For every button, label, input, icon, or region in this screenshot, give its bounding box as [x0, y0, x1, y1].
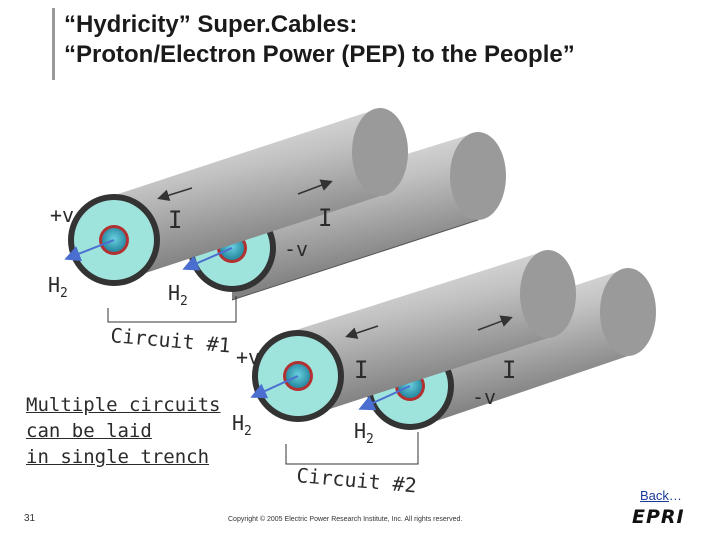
slide-title: “Hydricity” Super.Cables: “Proton/Electr…: [64, 10, 704, 70]
h2-arrow-c2-back: [358, 385, 411, 411]
note-line-1: Multiple circuits: [26, 394, 221, 416]
title-line-2: “Proton/Electron Power (PEP) to the Peop…: [64, 41, 575, 68]
back-link-suffix: …: [668, 488, 682, 503]
note-line-3: in single trench: [26, 446, 210, 468]
copyright-notice: Copyright © 2005 Electric Power Research…: [228, 516, 463, 523]
minus-v-label-c1: -v: [284, 237, 308, 261]
page-number: 31: [24, 513, 36, 524]
current-arrow-c2-front: [345, 325, 379, 339]
current-label-c2-back: I: [502, 356, 516, 384]
trench-note: Multiple circuits can be laid in single …: [26, 392, 226, 470]
current-arrow-c2-back: [477, 315, 513, 331]
back-link-text[interactable]: Back: [640, 488, 669, 503]
plus-v-label-c2: +v: [236, 345, 260, 369]
h2-label-c1-front: H2: [48, 273, 68, 301]
h2-label-c2-front: H2: [232, 411, 252, 439]
title-line-1: “Hydricity” Super.Cables:: [64, 11, 358, 38]
note-line-2: can be laid: [26, 420, 152, 442]
h2-label-c2-back: H2: [354, 419, 374, 447]
back-link[interactable]: Back…: [640, 488, 682, 503]
h2-arrow-c1-front: [64, 239, 115, 262]
current-arrow-c1-back: [297, 179, 333, 195]
h2-arrow-c2-front: [250, 375, 299, 399]
epri-logo: EPRI: [632, 506, 685, 526]
plus-v-label-c1: +v: [50, 203, 74, 227]
title-accent-bar: [52, 8, 55, 80]
circuit1-label: Circuit #1: [110, 323, 232, 357]
epri-logo-text: EPRI: [632, 506, 685, 526]
current-label-c2-front: I: [354, 356, 368, 384]
current-label-c1-front: I: [168, 206, 182, 234]
minus-v-label-c2: -v: [472, 385, 496, 409]
circuit1-bracket: [107, 296, 237, 323]
current-label-c1-back: I: [318, 204, 332, 232]
circuit2-bracket: [285, 432, 419, 465]
circuit2-label: Circuit #2: [296, 463, 418, 497]
h2-label-c1-back: H2: [168, 281, 188, 309]
current-arrow-c1-front: [157, 187, 193, 202]
circuit2-cable-front: [252, 250, 576, 422]
h2-arrow-c1-back: [182, 247, 233, 271]
